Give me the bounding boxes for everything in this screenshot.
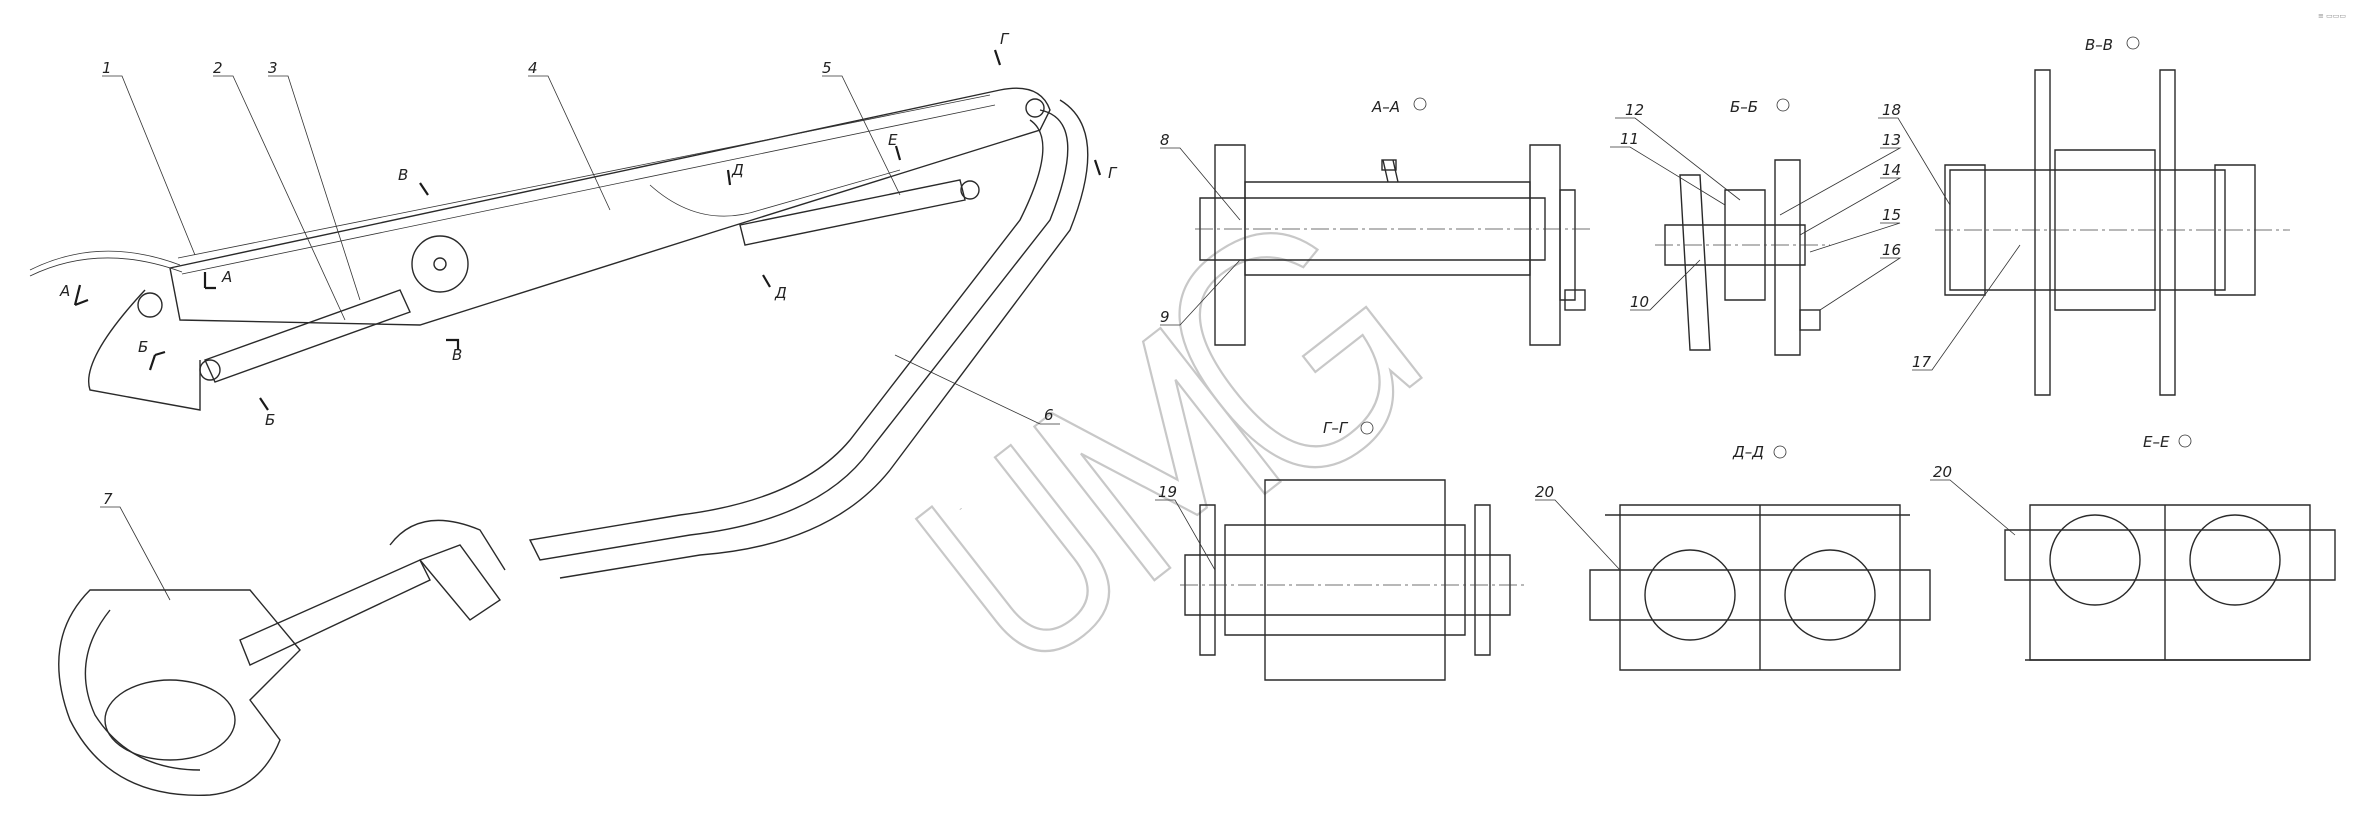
pos-label: 17 — [1912, 353, 1932, 371]
section-scale-icon — [1773, 445, 1787, 459]
section-scale-icon — [1776, 98, 1790, 112]
pos-label: 15 — [1882, 206, 1901, 224]
stick-outline — [528, 109, 1069, 561]
pos-label: 7 — [103, 490, 113, 508]
watermark-text: UMG — [959, 508, 962, 511]
pos-label: 10 — [1630, 293, 1649, 311]
pos-label: 4 — [528, 59, 538, 77]
section-title: Б–Б — [1730, 98, 1758, 116]
pos-label: 14 — [1882, 161, 1901, 179]
pos-label: 9 — [1160, 308, 1170, 326]
cut-mark: Б — [138, 338, 148, 356]
pos-label: 12 — [1625, 101, 1644, 119]
cut-mark: Б — [265, 411, 275, 429]
corner-note: ≡ ▭▭▭ — [2318, 12, 2346, 20]
cut-mark: А — [221, 268, 232, 286]
pos-label: 6 — [1044, 406, 1054, 424]
boom-outline — [169, 87, 1051, 326]
cut-mark: А — [59, 282, 70, 300]
pos-label: 2 — [213, 59, 223, 77]
pos-label: 18 — [1882, 101, 1901, 119]
section-b-b: Б–Б 12 11 13 14 15 16 10 — [1610, 98, 1902, 356]
pos-label: 16 — [1882, 241, 1901, 259]
pos-label: 20 — [1933, 463, 1952, 481]
boom-cylinder — [204, 289, 411, 383]
section-title: Е–Е — [2143, 433, 2170, 451]
section-v-v: В–В 18 17 — [1878, 36, 2290, 396]
cut-mark: Г — [1108, 164, 1118, 182]
cut-marks: А А Б Б В В Г Г Д Д Е — [59, 30, 1118, 429]
section-e-e: Е–Е 20 — [1930, 433, 2336, 661]
pos-label: 20 — [1535, 483, 1554, 501]
pos-label: 5 — [822, 59, 832, 77]
section-scale-icon — [1413, 97, 1427, 111]
boom-pivot-disc — [411, 235, 469, 293]
section-title: Г–Г — [1323, 419, 1349, 437]
pos-label: 13 — [1882, 131, 1901, 149]
pos-label: 11 — [1620, 130, 1639, 148]
section-a-a: А–А 8 9 — [1160, 97, 1590, 346]
section-scale-icon — [2126, 36, 2140, 50]
section-scale-icon — [1360, 421, 1374, 435]
pos-label: 3 — [268, 59, 278, 77]
cut-mark: Д — [731, 161, 744, 179]
section-title: А–А — [1371, 98, 1400, 116]
leaders-main — [100, 75, 1060, 601]
watermark-outline: UMG — [914, 232, 1424, 653]
main-assembly-view — [29, 87, 1089, 796]
pos-label: 8 — [1160, 131, 1170, 149]
cut-mark: В — [398, 166, 408, 184]
pos-label: 19 — [1158, 483, 1177, 501]
grab-rotator — [418, 544, 501, 621]
cut-mark: Д — [774, 284, 787, 302]
section-title: Д–Д — [1732, 443, 1764, 461]
section-title: В–В — [2085, 36, 2113, 54]
grab-shell — [58, 589, 301, 796]
grab-assembly — [58, 519, 506, 796]
pos-label: 1 — [102, 59, 112, 77]
stick-cylinder — [739, 179, 966, 246]
cut-mark: Г — [1000, 30, 1010, 48]
section-g-g: Г–Г 19 — [1155, 419, 1525, 681]
section-d-d: Д–Д 20 — [1535, 443, 1931, 671]
cut-mark: В — [452, 346, 462, 364]
section-scale-icon — [2178, 434, 2192, 448]
position-labels-main: 1 2 3 4 5 6 7 — [102, 59, 1054, 508]
cut-mark: Е — [888, 131, 898, 149]
